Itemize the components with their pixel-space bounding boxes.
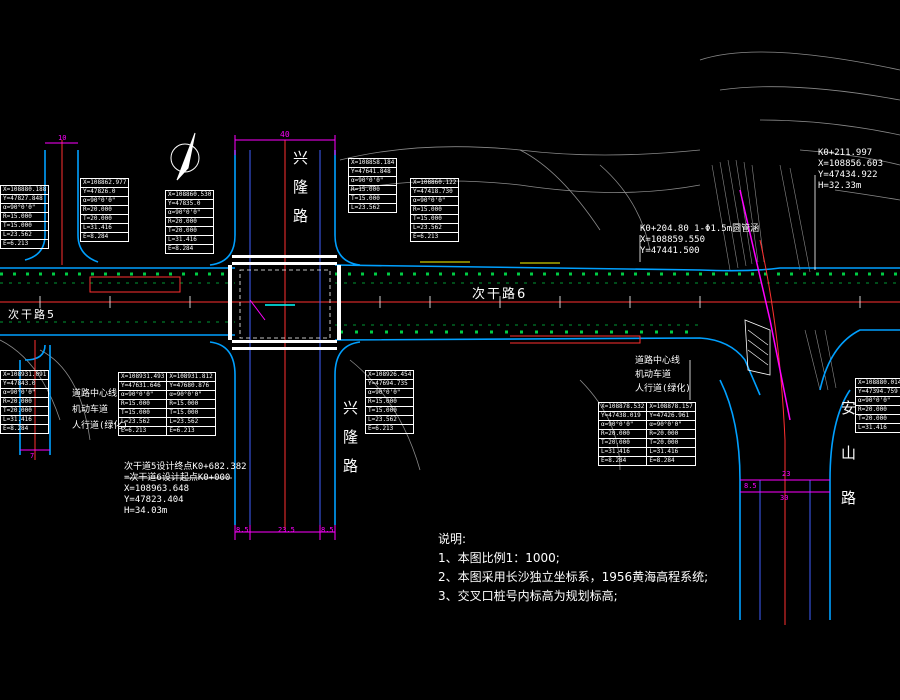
drawing-notes: 说明: 1、本图比例1：1000; 2、本图采用长沙独立坐标系，1956黄海高程… (438, 530, 708, 606)
north-arrow-icon (170, 132, 200, 181)
road-name-anshan: 安山路 (839, 400, 857, 535)
leader-lines (125, 175, 816, 479)
road-name-xinglong-bottom: 兴隆路 (341, 400, 359, 487)
callout-design-point: 次干道5设计终点K0+682.382=次干道6设计起点K0+000 X=1089… (124, 462, 247, 516)
note-3: 3、交叉口桩号内标高为规划标高; (438, 589, 618, 603)
note-1: 1、本图比例1：1000; (438, 551, 560, 565)
dim-right-b2: 23 (782, 470, 791, 478)
road-legend-right: 道路中心线 机动车道 人行道(绿化) (635, 356, 691, 394)
dim-left-bottom: 7 (30, 452, 35, 460)
road-name-ciganlu6: 次干路6 (472, 287, 528, 302)
road-name-ciganlu5: 次干路5 (8, 308, 56, 321)
dimension-lines (20, 135, 830, 540)
dim-top-width: 40 (280, 130, 290, 139)
dim-right-width: 30 (780, 494, 789, 502)
crosswalk-stripes (228, 255, 341, 350)
main-horizontal-road (0, 261, 900, 396)
embankment-slope (711, 159, 837, 391)
notes-title: 说明: (438, 532, 467, 546)
road-name-xinglong-top: 兴隆路 (291, 150, 309, 237)
central-intersection (209, 140, 361, 530)
road-legend-left: 道路中心线 机动车道 人行道(绿化) (72, 389, 128, 431)
dim-right-b1: 8.5 (744, 482, 757, 490)
note-2: 2、本图采用长沙独立坐标系，1956黄海高程系统; (438, 570, 709, 584)
right-vertical-road (719, 189, 851, 625)
dim-bottom-right: 8.5 (321, 526, 334, 534)
dim-bottom-mid: 23.5 (278, 526, 295, 534)
dim-bottom-left: 8.5 (236, 526, 249, 534)
terrain-contours (0, 51, 900, 471)
dim-left-top: 10 (58, 134, 67, 142)
station-ticks (39, 296, 861, 308)
